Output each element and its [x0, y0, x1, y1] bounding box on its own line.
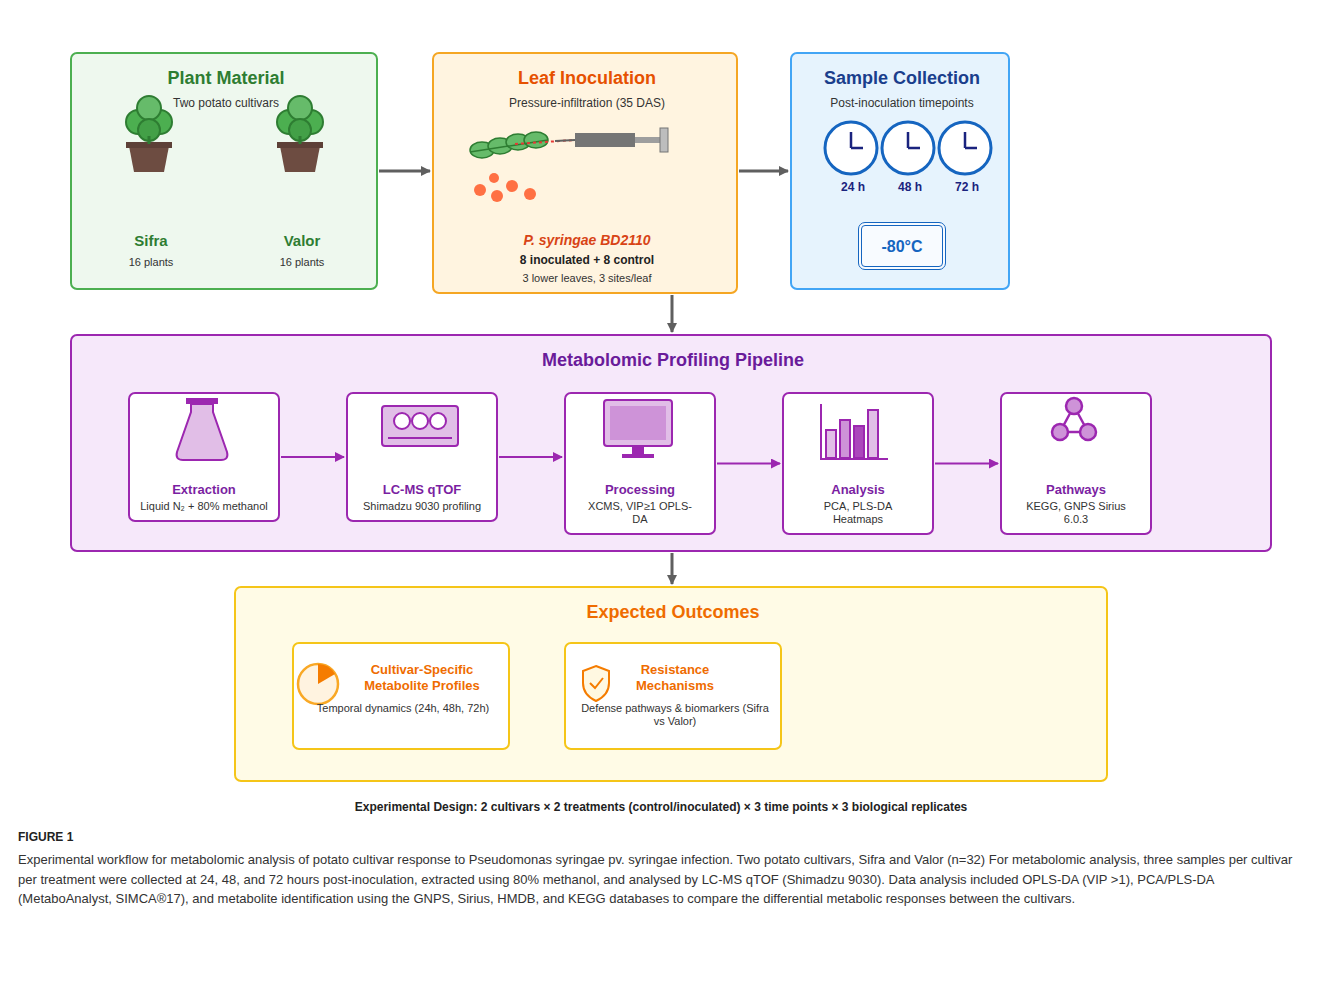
flow-arrow — [379, 170, 430, 173]
box-heading: -80°C — [864, 237, 940, 256]
process-box: LC-MS qTOF Shimadzu 9030 profiling — [346, 392, 498, 522]
process-box: AnalysisPCA, PLS-DA Heatmaps — [782, 392, 934, 535]
box-heading: Processing — [570, 482, 710, 498]
stage-panel: Sample CollectionPost-inoculation timepo… — [790, 52, 1010, 290]
outcome-box: Resistance MechanismsDefense pathways & … — [564, 642, 782, 750]
box-heading: Metabolomic Profiling Pipeline — [373, 350, 973, 372]
box-heading: Pathways — [1006, 482, 1146, 498]
box-text: Pressure-infiltration (35 DAS) — [442, 96, 732, 110]
box-heading: Sample Collection — [797, 68, 1007, 90]
potato-plant-icon — [126, 96, 172, 172]
box-heading: Expected Outcomes — [373, 602, 973, 624]
box-text: PCA, PLS-DA Heatmaps — [808, 500, 908, 526]
pipeline-band: Metabolomic Profiling PipelineExtraction… — [70, 334, 1272, 552]
box-text: P. syringae BD2110 — [442, 232, 732, 249]
box-text: XCMS, VIP≥1 OPLS-DA — [588, 500, 692, 526]
network-icon — [1052, 398, 1096, 440]
figure-caption: Experimental workflow for metabolomic an… — [18, 850, 1304, 909]
flow-arrow — [935, 463, 998, 465]
process-box: PathwaysKEGG, GNPS Sirius 6.0.3 — [1000, 392, 1152, 535]
freezer-box: -80°C — [858, 222, 946, 270]
box-text: 16 plants — [86, 256, 216, 269]
box-text: Liquid N₂ + 80% methanol — [139, 500, 269, 513]
flow-arrow — [739, 170, 788, 173]
clock-icon — [825, 122, 991, 174]
box-heading: Extraction — [134, 482, 274, 498]
box-heading: Leaf Inoculation — [442, 68, 732, 90]
outcome-band: Expected OutcomesCultivar-Specific Metab… — [234, 586, 1108, 782]
potato-plant-icon — [277, 96, 323, 172]
bar-chart-icon — [820, 404, 888, 459]
stage-panel: Leaf InoculationPressure-infiltration (3… — [432, 52, 738, 294]
process-box: ExtractionLiquid N₂ + 80% methanol — [128, 392, 280, 522]
flow-arrow — [281, 456, 344, 458]
stage-panel: Plant MaterialTwo potato cultivarsSifra 1… — [70, 52, 378, 290]
box-heading: Plant Material — [81, 68, 371, 90]
box-text: 8 inoculated + 8 control — [442, 253, 732, 267]
box-heading: Cultivar-Specific Metabolite Profiles — [347, 662, 497, 693]
box-text: Two potato cultivars — [81, 96, 371, 110]
design-note: Experimental Design: 2 cultivars × 2 tre… — [0, 800, 1322, 814]
box-text: 48 h — [883, 180, 937, 194]
monitor-icon — [604, 400, 672, 458]
box-text: Valor — [237, 232, 367, 250]
box-text: 16 plants — [237, 256, 367, 269]
figure-number: FIGURE 1 — [18, 830, 318, 844]
box-text: Temporal dynamics (24h, 48h, 72h) — [308, 702, 498, 715]
flow-arrow — [499, 456, 562, 458]
flow-arrow — [717, 463, 780, 465]
box-heading: Resistance Mechanisms — [610, 662, 740, 693]
box-heading: LC-MS qTOF — [352, 482, 492, 498]
box-text: Defense pathways & biomarkers (Sifra vs … — [580, 702, 770, 728]
box-heading: Analysis — [788, 482, 928, 498]
box-text: Sifra — [86, 232, 216, 250]
syringe-icon — [470, 128, 668, 202]
process-box: ProcessingXCMS, VIP≥1 OPLS-DA — [564, 392, 716, 535]
instrument-icon — [382, 406, 458, 446]
flow-arrow — [671, 295, 674, 332]
flow-arrow — [671, 553, 674, 584]
box-text: KEGG, GNPS Sirius 6.0.3 — [1026, 500, 1126, 526]
pie-icon — [298, 664, 338, 704]
box-text: 24 h — [826, 180, 880, 194]
shield-icon — [583, 666, 609, 701]
outcome-box: Cultivar-Specific Metabolite ProfilesTem… — [292, 642, 510, 750]
box-text: Shimadzu 9030 profiling — [362, 500, 482, 513]
flask-icon — [177, 398, 228, 460]
box-text: 72 h — [940, 180, 994, 194]
box-text: 3 lower leaves, 3 sites/leaf — [442, 272, 732, 285]
box-text: Post-inoculation timepoints — [797, 96, 1007, 110]
